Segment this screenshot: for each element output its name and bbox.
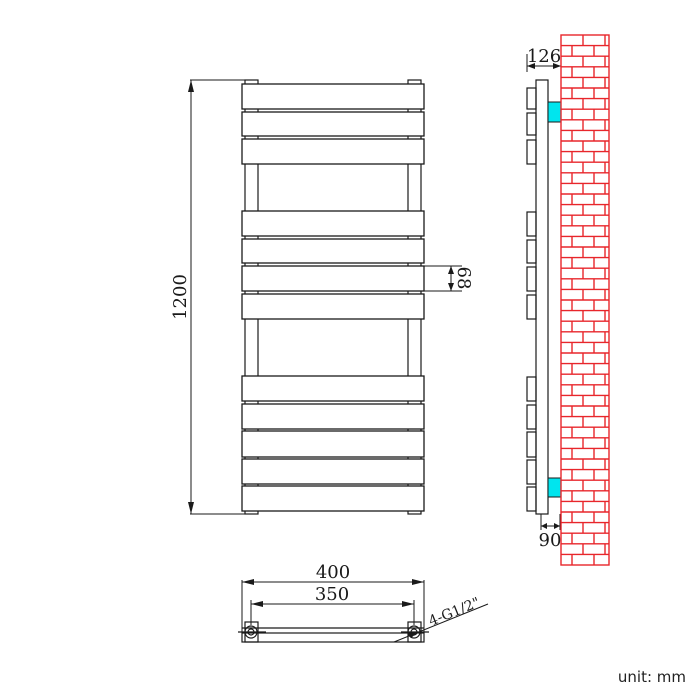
panel <box>241 111 425 137</box>
unit-label: unit: mm <box>617 668 686 686</box>
pitch-label: 68 <box>453 267 474 290</box>
connection-label: 4-G1/2" <box>427 595 483 630</box>
centres-dimension: 350 <box>250 584 415 625</box>
panel <box>241 210 425 237</box>
front-view: 1200 68 <box>170 79 474 515</box>
panel <box>241 293 425 320</box>
width-label: 400 <box>316 562 350 583</box>
pitch-dimension: 68 <box>424 265 474 292</box>
height-dimension: 1200 <box>170 79 258 515</box>
panel <box>241 485 425 512</box>
panel <box>241 83 425 110</box>
panel <box>241 265 425 292</box>
centres-label: 350 <box>315 584 349 605</box>
depth-bottom-dimension: 90 <box>539 514 562 551</box>
panel <box>241 375 425 402</box>
bottom-wall-bracket <box>547 477 562 498</box>
width-dimension: 400 <box>241 562 425 633</box>
brick-wall <box>560 34 610 566</box>
panel <box>241 458 425 485</box>
side-view: 126 90 <box>526 34 610 566</box>
depth-top-dimension: 126 <box>526 46 562 72</box>
panel <box>241 403 425 430</box>
bottom-view: 400 350 4-G1/2" <box>238 562 489 643</box>
panel <box>241 430 425 458</box>
height-label: 1200 <box>170 274 191 320</box>
side-rail <box>535 79 549 515</box>
depth-top-label: 126 <box>527 46 561 67</box>
panel <box>241 238 425 264</box>
top-wall-bracket <box>547 101 562 123</box>
panel <box>241 138 425 165</box>
depth-bottom-label: 90 <box>539 530 562 551</box>
